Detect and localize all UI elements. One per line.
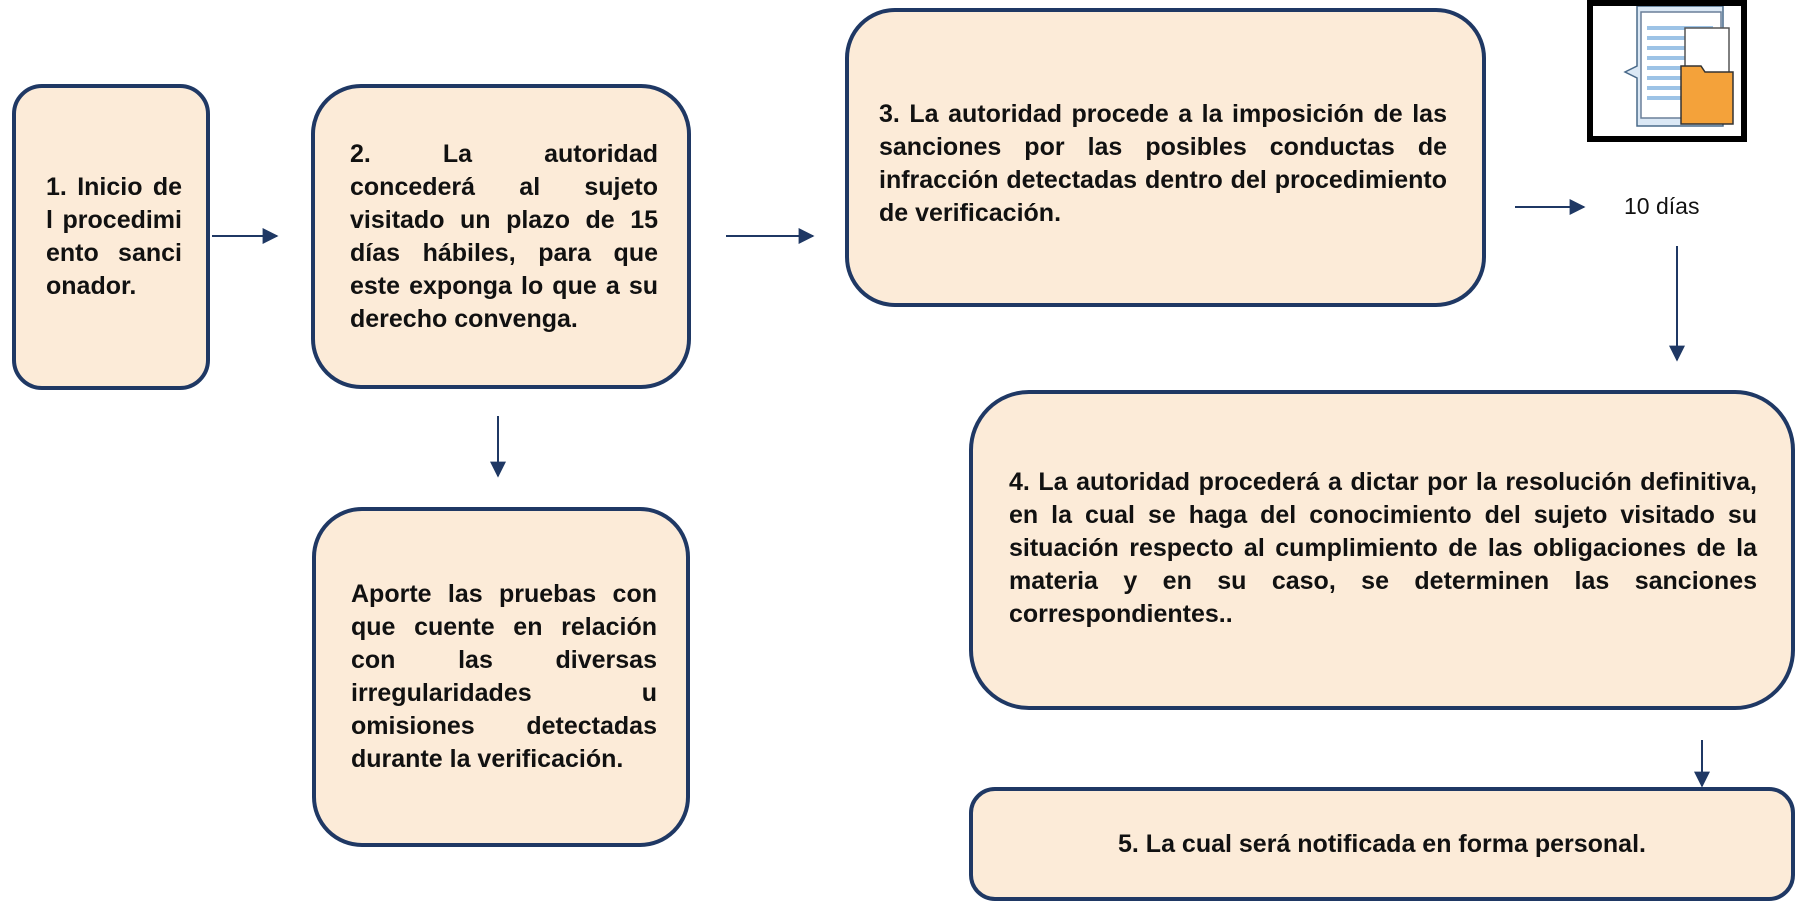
documents-folder-icon <box>1587 0 1747 142</box>
step-5-box: 5. La cual será notificada en forma pers… <box>969 787 1795 901</box>
step-4-text: 4. La autoridad procederá a dictar por l… <box>1009 468 1757 628</box>
step-2-text: 2. La autoridad concederá al sujeto visi… <box>350 139 658 333</box>
step-2-box: 2. La autoridad concederá al sujeto visi… <box>311 84 691 389</box>
step-3-text: 3. La autoridad procede a la imposición … <box>879 100 1447 227</box>
step-4-box: 4. La autoridad procederá a dictar por l… <box>969 390 1795 710</box>
step-1-text: 1. Inicio del procedimiento sancionador. <box>46 173 182 300</box>
step-1-box: 1. Inicio del procedimiento sancionador. <box>12 84 210 390</box>
step-5-text: 5. La cual será notificada en forma pers… <box>1118 829 1646 858</box>
timer-label: 10 días <box>1624 193 1700 219</box>
evidence-text: Aporte las pruebas con que cuente en rel… <box>351 580 657 773</box>
evidence-box: Aporte las pruebas con que cuente en rel… <box>312 507 690 847</box>
step-3-box: 3. La autoridad procede a la imposición … <box>845 8 1486 307</box>
